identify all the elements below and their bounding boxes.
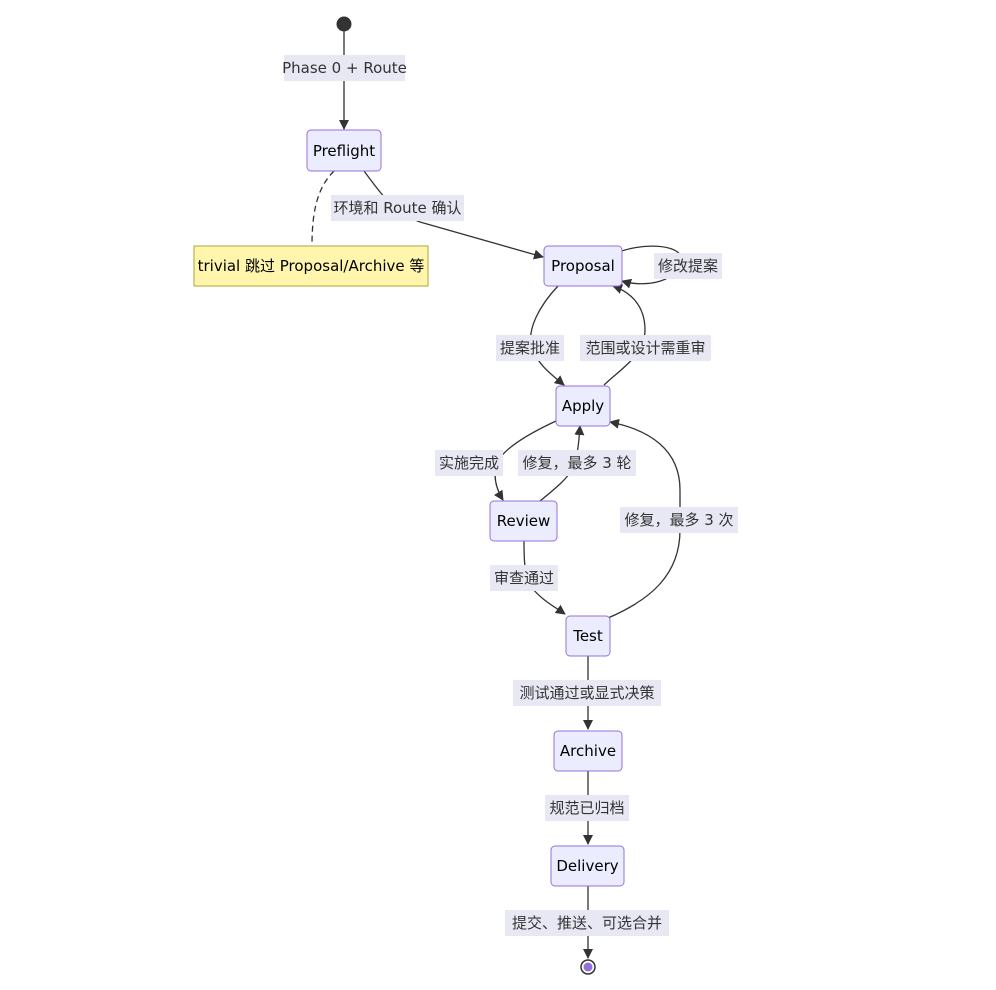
label-proposal-self: 修改提案 — [654, 253, 722, 279]
state-apply: Apply — [555, 385, 611, 427]
label-review-to-apply: 修复，最多 3 轮 — [518, 450, 636, 476]
label-test-to-archive-text: 测试通过或显式决策 — [519, 684, 654, 702]
state-apply-label: Apply — [562, 397, 604, 415]
label-start-to-preflight-text: Phase 0 + Route — [282, 59, 407, 77]
start-node — [336, 16, 352, 32]
state-proposal-label: Proposal — [551, 257, 615, 275]
state-archive: Archive — [553, 730, 623, 772]
label-review-to-test: 审查通过 — [490, 565, 558, 591]
label-preflight-to-proposal-text: 环境和 Route 确认 — [333, 199, 461, 217]
label-proposal-self-text: 修改提案 — [658, 257, 718, 275]
note-trivial: trivial 跳过 Proposal/Archive 等 — [193, 245, 429, 287]
label-apply-to-proposal: 范围或设计需重审 — [580, 335, 711, 361]
label-delivery-to-end-text: 提交、推送、可选合并 — [512, 914, 662, 932]
label-apply-to-review-text: 实施完成 — [439, 454, 499, 472]
label-archive-to-delivery-text: 规范已归档 — [549, 799, 624, 817]
state-preflight: Preflight — [306, 129, 382, 172]
edge-preflight-to-note — [311, 170, 335, 246]
label-test-to-archive: 测试通过或显式决策 — [513, 680, 661, 706]
state-archive-label: Archive — [560, 742, 616, 760]
state-preflight-label: Preflight — [313, 142, 375, 160]
label-start-to-preflight: Phase 0 + Route — [282, 55, 407, 81]
state-review-label: Review — [497, 512, 551, 530]
label-apply-to-review: 实施完成 — [435, 450, 503, 476]
end-node — [580, 959, 596, 975]
label-proposal-to-apply: 提案批准 — [496, 335, 564, 361]
note-trivial-text: trivial 跳过 Proposal/Archive 等 — [198, 257, 425, 275]
state-delivery-label: Delivery — [556, 857, 618, 875]
state-review: Review — [489, 500, 558, 542]
label-apply-to-proposal-text: 范围或设计需重审 — [585, 339, 705, 357]
label-archive-to-delivery: 规范已归档 — [545, 795, 629, 821]
label-test-to-apply: 修复，最多 3 次 — [620, 507, 738, 533]
label-preflight-to-proposal: 环境和 Route 确认 — [331, 195, 464, 221]
state-proposal: Proposal — [543, 245, 623, 287]
state-test: Test — [565, 615, 611, 657]
label-proposal-to-apply-text: 提案批准 — [500, 339, 560, 357]
label-review-to-test-text: 审查通过 — [494, 569, 554, 587]
label-delivery-to-end: 提交、推送、可选合并 — [505, 910, 669, 936]
state-delivery: Delivery — [550, 845, 625, 887]
edge-apply-to-proposal — [603, 284, 646, 386]
state-test-label: Test — [572, 627, 603, 645]
label-test-to-apply-text: 修复，最多 3 次 — [624, 511, 733, 529]
label-review-to-apply-text: 修复，最多 3 轮 — [522, 454, 631, 472]
